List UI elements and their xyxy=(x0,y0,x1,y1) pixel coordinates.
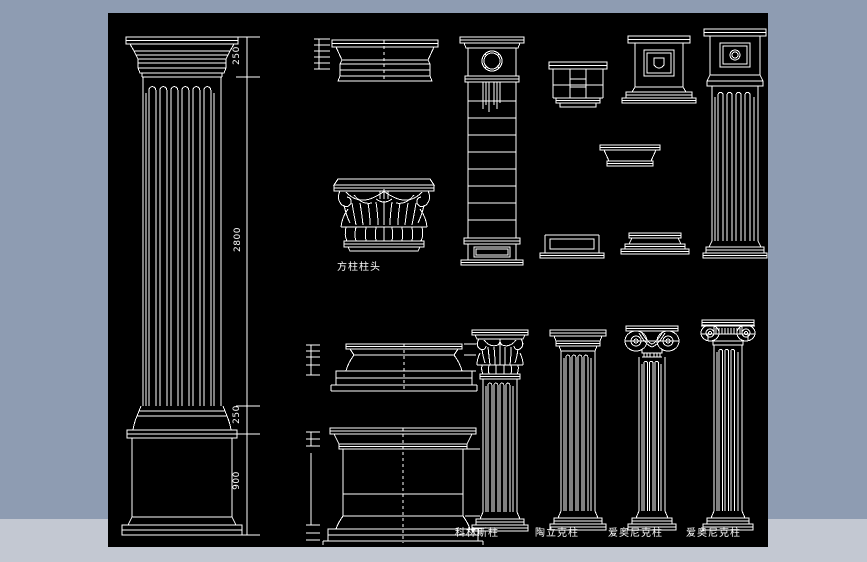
dimension-chain xyxy=(236,36,260,536)
block-capital-detail xyxy=(548,61,608,108)
ionic-column-b xyxy=(700,319,756,531)
cad-vector-drawing xyxy=(121,28,768,545)
pedestal-elevation xyxy=(306,427,484,545)
panelled-pedestal-detail xyxy=(621,35,697,104)
dimension-shaft-height: 2800 xyxy=(232,227,243,252)
fluted-pilaster-tall xyxy=(702,28,768,259)
plinth-profile-a xyxy=(539,234,605,259)
small-cornice-profile xyxy=(599,144,661,167)
label-square-capital: 方柱柱头 xyxy=(337,262,381,273)
label-doric-column: 陶立克柱 xyxy=(535,528,579,539)
base-profile-section xyxy=(306,343,478,392)
dimension-capital-height: 250 xyxy=(231,46,242,65)
corinthian-capital-detail xyxy=(333,178,435,252)
cad-canvas[interactable]: 250 2800 250 900 方柱柱头 科林斯柱 陶立克柱 爱奥尼克柱 爱奥… xyxy=(108,13,768,547)
main-column-elevation xyxy=(121,36,243,536)
plinth-profile-b xyxy=(620,232,690,255)
label-ionic-column-b: 爱奥尼克柱 xyxy=(686,528,741,539)
label-ionic-column-a: 爱奥尼克柱 xyxy=(608,528,663,539)
ionic-column-a xyxy=(624,325,680,531)
dimension-base-moulding-height: 250 xyxy=(231,405,242,424)
label-corinthian-column: 科林斯柱 xyxy=(455,528,499,539)
corinthian-column xyxy=(471,329,529,532)
rusticated-pilaster xyxy=(459,36,525,266)
cornice-profile-top xyxy=(314,38,439,82)
doric-column xyxy=(549,329,607,531)
dimension-pedestal-height: 900 xyxy=(231,471,242,490)
